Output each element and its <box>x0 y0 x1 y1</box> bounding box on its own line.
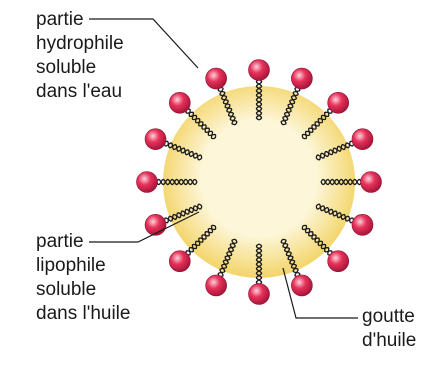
hydrophilic-head <box>328 92 349 113</box>
label-lipophilic-part: partie lipophile soluble dans l'huile <box>36 230 130 326</box>
label-line: hydrophile <box>36 32 124 56</box>
label-line: soluble <box>36 278 130 302</box>
label-line: dans l'eau <box>36 80 124 104</box>
hydrophilic-head <box>352 129 373 150</box>
label-line: soluble <box>36 56 124 80</box>
hydrophilic-head <box>291 275 312 296</box>
label-oil-droplet: goutte d'huile <box>362 305 416 353</box>
label-line: goutte <box>362 305 416 329</box>
label-line: lipophile <box>36 254 130 278</box>
hydrophilic-head <box>206 68 227 89</box>
hydrophilic-head <box>169 92 190 113</box>
label-line: dans l'huile <box>36 302 130 326</box>
label-line: d'huile <box>362 329 416 353</box>
hydrophilic-head <box>249 284 270 305</box>
hydrophilic-head <box>249 60 270 81</box>
label-line: partie <box>36 8 124 32</box>
hydrophilic-head <box>145 214 166 235</box>
label-line: partie <box>36 230 130 254</box>
label-hydrophilic-part: partie hydrophile soluble dans l'eau <box>36 8 124 104</box>
hydrophilic-head <box>206 275 227 296</box>
hydrophilic-head <box>291 68 312 89</box>
hydrophilic-head <box>361 172 382 193</box>
hydrophilic-head <box>169 251 190 272</box>
hydrophilic-head <box>352 214 373 235</box>
hydrophilic-head <box>328 251 349 272</box>
hydrophilic-head <box>137 172 158 193</box>
hydrophilic-head <box>145 129 166 150</box>
